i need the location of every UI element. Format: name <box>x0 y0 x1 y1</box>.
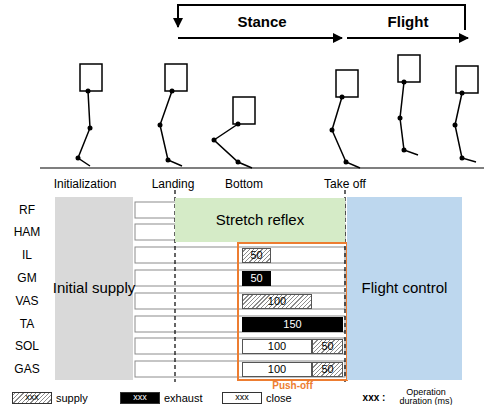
phase-band: Initial supply <box>55 197 133 380</box>
stick-figures <box>78 55 478 168</box>
legend-text: exhaust <box>164 392 203 404</box>
phase-arrow <box>178 37 342 39</box>
leg <box>332 97 360 168</box>
legend-text: supply <box>56 392 88 404</box>
cycle-arrow <box>178 5 465 30</box>
torso <box>336 70 358 97</box>
box-text: 50 <box>250 249 262 261</box>
muscle-label: GM <box>17 272 36 285</box>
torso <box>456 66 478 93</box>
exhaust-bar: 50 <box>242 271 271 286</box>
legend-note: xxx : <box>363 393 386 404</box>
phase-band: Stretch reflex <box>175 198 345 242</box>
box-text: Flight control <box>362 280 448 297</box>
legend-placeholder: xxx <box>25 393 39 402</box>
box-text: Initial supply <box>53 280 136 297</box>
muscle-label: VAS <box>15 295 38 308</box>
box-text: Stretch reflex <box>216 212 304 229</box>
muscle-label: GAS <box>14 363 39 376</box>
muscle-label: SOL <box>15 340 39 353</box>
muscle-label: IL <box>22 249 32 262</box>
muscle-label: TA <box>20 318 34 331</box>
torso <box>398 55 420 82</box>
legend-placeholder: xxx <box>133 393 147 402</box>
event-label: Initialization <box>54 178 117 191</box>
event-label: Take off <box>324 178 366 191</box>
joints <box>76 80 465 165</box>
legend-text: close <box>266 392 292 404</box>
supply-bar: 50 <box>312 339 343 354</box>
torso <box>233 97 255 124</box>
muscle-label: HAM <box>14 226 41 239</box>
phase-band: Flight control <box>347 197 462 380</box>
torso <box>80 64 102 91</box>
box-text: 50 <box>321 363 333 375</box>
event-label: Bottom <box>225 178 263 191</box>
box-text: 100 <box>268 363 286 375</box>
leg <box>400 82 418 155</box>
supply-bar: 100 <box>242 294 312 309</box>
box-text: 100 <box>268 340 286 352</box>
close-bar: 100 <box>242 362 312 377</box>
box-text: 150 <box>283 318 301 330</box>
box-text: 100 <box>268 295 286 307</box>
leg <box>455 93 476 162</box>
box-text: 50 <box>321 340 333 352</box>
box-text: 50 <box>250 272 262 284</box>
muscle-label: RF <box>19 204 35 217</box>
legend-placeholder: xxx <box>235 393 249 402</box>
ground-line <box>40 167 484 168</box>
event-label: Landing <box>152 178 195 191</box>
leg <box>214 124 252 168</box>
supply-bar: 50 <box>242 248 271 263</box>
torso <box>165 64 187 91</box>
legend-note: Operation duration (ms) <box>394 388 458 405</box>
leg <box>160 91 182 166</box>
exhaust-bar: 150 <box>242 317 343 332</box>
phase-label: Stance <box>237 14 286 30</box>
box-heading: Push-off <box>239 380 346 391</box>
supply-bar: 50 <box>312 362 343 377</box>
phase-label: Flight <box>388 14 429 30</box>
push-off-box: Push-off50501001501005010050 <box>239 244 346 379</box>
phase-arrow <box>347 37 468 39</box>
close-bar: 100 <box>242 339 312 354</box>
